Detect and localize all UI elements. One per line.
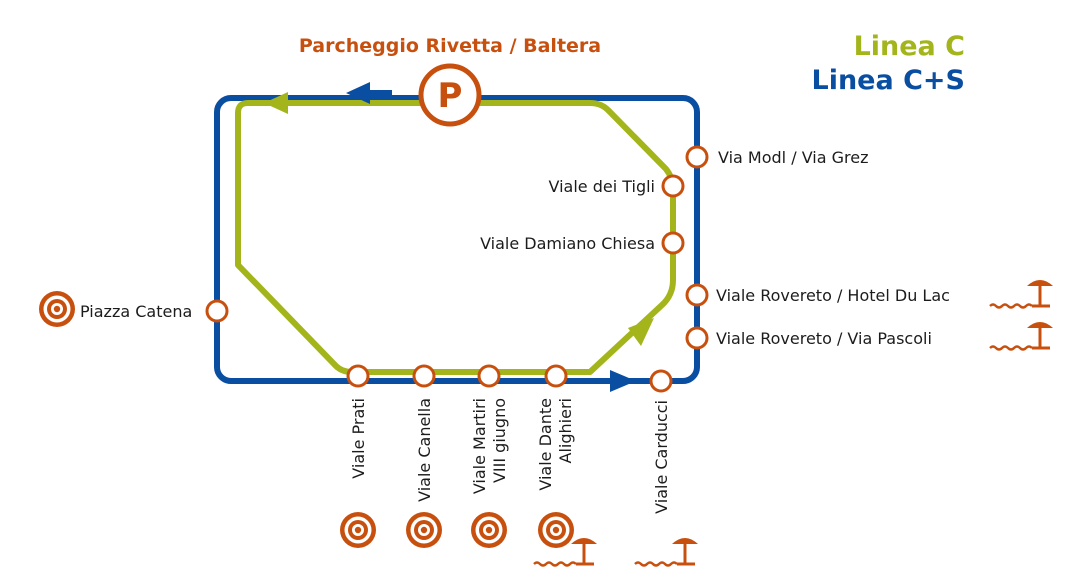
stop-label-viale-carducci: Viale Carducci — [652, 400, 671, 514]
target-icon — [406, 512, 442, 548]
stop-label-martiri-2: VIII giugno — [490, 398, 509, 483]
target-icon — [538, 512, 574, 548]
target-icon — [39, 291, 75, 327]
stop-viale-prati[interactable] — [346, 364, 370, 388]
legend-linea-c: Linea C — [854, 31, 965, 62]
stop-label-viale-tigli: Viale dei Tigli — [548, 177, 655, 196]
target-icon — [471, 512, 507, 548]
stop-label-viale-prati: Viale Prati — [349, 398, 368, 479]
stop-viale-tigli[interactable] — [661, 174, 685, 198]
stop-label-rovereto-pascoli: Viale Rovereto / Via Pascoli — [716, 329, 932, 348]
stop-via-modl[interactable] — [685, 145, 709, 169]
stop-viale-martiri[interactable] — [477, 364, 501, 388]
arrow-left-icon — [346, 82, 370, 104]
stop-viale-damiano[interactable] — [661, 231, 685, 255]
route-line-c — [235, 100, 676, 375]
stop-rovereto-pascoli[interactable] — [685, 326, 709, 350]
legend-linea-cs: Linea C+S — [812, 65, 966, 96]
stop-label-viale-canella: Viale Canella — [415, 398, 434, 502]
stop-viale-carducci[interactable] — [649, 369, 673, 393]
stop-label-rovereto-dulac: Viale Rovereto / Hotel Du Lac — [716, 286, 950, 305]
stop-viale-dante[interactable] — [544, 364, 568, 388]
stop-label-viale-damiano: Viale Damiano Chiesa — [480, 234, 655, 253]
arrow-left-icon — [264, 92, 288, 114]
target-icon — [340, 512, 376, 548]
stop-label-martiri-1: Viale Martiri — [470, 398, 489, 494]
stop-rovereto-dulac[interactable] — [685, 283, 709, 307]
parking-letter: P — [438, 76, 463, 116]
stop-label-piazza-catena: Piazza Catena — [80, 302, 192, 321]
beach-umbrella-icon — [633, 536, 700, 567]
stop-label-via-modl: Via Modl / Via Grez — [718, 148, 868, 167]
stop-viale-canella[interactable] — [412, 364, 436, 388]
parking-title: Parcheggio Rivetta / Baltera — [299, 35, 601, 57]
stop-piazza-catena[interactable] — [205, 299, 229, 323]
stop-label-dante-2: Alighieri — [556, 398, 575, 463]
parking-icon — [418, 63, 482, 127]
arrow-up-right-icon — [628, 318, 654, 346]
beach-umbrella-icon — [988, 320, 1055, 351]
arrow-right-icon — [610, 370, 636, 392]
beach-umbrella-icon — [988, 278, 1055, 309]
stop-label-dante-1: Viale Dante — [536, 398, 555, 491]
